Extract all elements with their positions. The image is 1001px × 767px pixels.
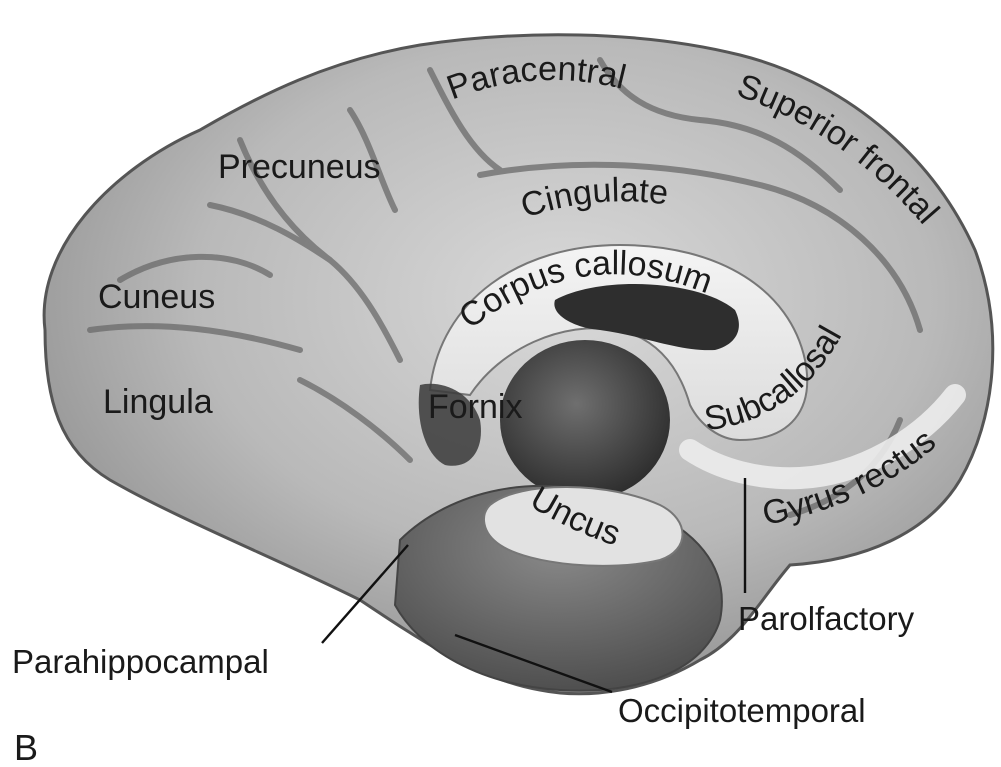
label-cuneus: Cuneus [98, 278, 215, 316]
label-parahippocampal: Parahippocampal [12, 643, 269, 680]
label-parolfactory: Parolfactory [738, 600, 915, 637]
label-occipitotemporal: Occipitotemporal [618, 692, 866, 729]
label-lingula: Lingula [103, 383, 213, 421]
panel-letter: B [14, 727, 38, 767]
thalamus [500, 340, 670, 500]
label-precuneus: Precuneus [218, 148, 381, 186]
label-fornix: Fornix [428, 388, 522, 426]
